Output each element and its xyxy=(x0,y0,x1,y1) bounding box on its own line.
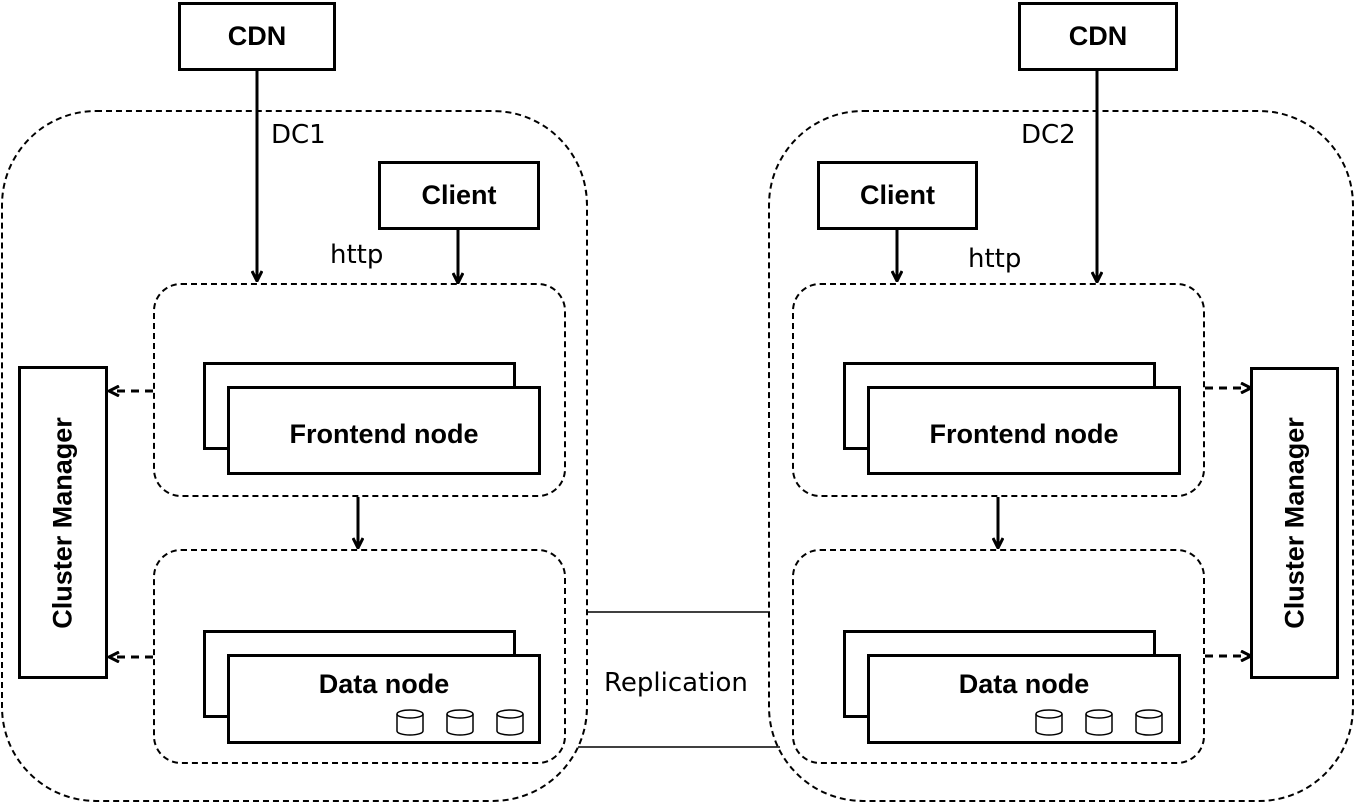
dc2-boundary xyxy=(768,110,1354,802)
dc1-frontend-group xyxy=(153,283,566,497)
database-cylinder-icon xyxy=(1085,709,1113,736)
dc1-cluster-manager-box: Cluster Manager xyxy=(18,366,108,679)
database-cylinder-icon xyxy=(446,709,474,736)
dc2-frontend-label: Frontend node xyxy=(929,419,1119,449)
dc1-boundary xyxy=(1,110,588,802)
dc1-frontend-node: Frontend node xyxy=(227,386,541,475)
dc1-cluster-manager-label: Cluster Manager xyxy=(47,416,78,629)
database-cylinder-icon xyxy=(1135,709,1163,736)
dc1-data-label: Data node xyxy=(318,669,450,699)
database-cylinder-icon xyxy=(396,709,424,736)
dc2-cluster-manager-label: Cluster Manager xyxy=(1279,417,1309,629)
database-cylinder-icon xyxy=(496,709,524,736)
dc2-frontend-node: Frontend node xyxy=(867,386,1181,475)
dc2-frontend-group xyxy=(792,283,1205,497)
database-cylinder-icon xyxy=(1035,709,1063,736)
dc2-data-group xyxy=(792,549,1205,764)
dc1-data-node: Data node xyxy=(227,654,541,744)
dc1-http-label: http xyxy=(330,240,384,270)
dc1-data-group xyxy=(153,549,566,764)
dc2-http-label: http xyxy=(968,244,1022,274)
dc2-cluster-manager-box: Cluster Manager xyxy=(1250,367,1339,679)
dc2-data-node: Data node xyxy=(867,654,1181,744)
dc2-label: DC2 xyxy=(1021,120,1076,150)
dc1-label: DC1 xyxy=(271,120,326,150)
dc1-cdn-box: CDN xyxy=(178,2,336,71)
replication-label: Replication xyxy=(604,668,748,698)
dc2-client-label: Client xyxy=(859,180,935,210)
dc2-client-box: Client xyxy=(817,161,978,230)
dc1-client-label: Client xyxy=(421,180,497,210)
dc1-client-box: Client xyxy=(378,161,540,230)
dc2-cdn-box: CDN xyxy=(1018,2,1178,71)
dc1-frontend-label: Frontend node xyxy=(289,419,479,449)
dc2-cdn-label: CDN xyxy=(1068,21,1128,51)
dc2-data-label: Data node xyxy=(958,669,1090,699)
dc1-cdn-label: CDN xyxy=(227,21,287,51)
